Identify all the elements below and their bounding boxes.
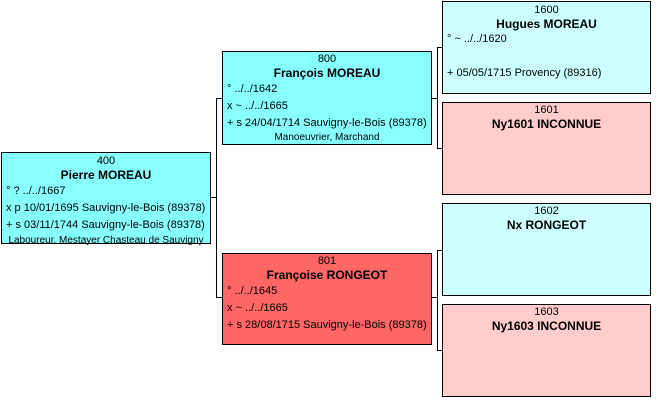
person-box-1603[interactable]: 1603 Ny1603 INCONNUE <box>442 304 651 397</box>
sosa-number: 1603 <box>534 306 559 318</box>
person-name: Pierre MOREAU <box>60 168 152 182</box>
birth-line: ° ../../1645 <box>227 285 278 297</box>
death-line: + s 28/08/1715 Sauvigny-le-Bois (89378) <box>227 319 427 331</box>
birth-line: ° ~ ../../1620 <box>447 33 507 45</box>
marriage-line: x p 10/01/1695 Sauvigny-le-Bois (89378) <box>6 202 206 214</box>
person-name: Françoise RONGEOT <box>266 268 388 282</box>
sosa-number: 1601 <box>534 104 559 116</box>
person-name: Ny1603 INCONNUE <box>491 319 602 333</box>
sosa-number: 400 <box>96 155 116 167</box>
person-box-400[interactable]: 400 Pierre MOREAU ° ? ../../1667 x p 10/… <box>1 152 211 246</box>
person-box-1602[interactable]: 1602 Nx RONGEOT <box>442 203 651 296</box>
connector-to-801 <box>216 297 222 298</box>
birth-line: ° ? ../../1667 <box>6 185 66 197</box>
death-line: + s 03/11/1744 Sauvigny-le-Bois (89378) <box>6 219 205 231</box>
sosa-number: 1600 <box>534 4 559 16</box>
connector-to-1600 <box>437 47 442 48</box>
sosa-number: 1602 <box>534 205 559 217</box>
person-name: Nx RONGEOT <box>506 218 587 232</box>
birth-line: ° ../../1642 <box>227 83 278 95</box>
connector-801-vertical <box>437 250 438 351</box>
person-box-801[interactable]: 801 Françoise RONGEOT ° ../../1645 x ~ .… <box>222 253 432 345</box>
connector-to-1603 <box>437 350 442 351</box>
connector-801-stem <box>431 297 437 298</box>
person-name: François MOREAU <box>273 66 381 80</box>
connector-to-1601 <box>437 148 442 149</box>
death-line: + 05/05/1715 Provency (89316) <box>447 67 602 79</box>
death-line: + s 24/04/1714 Sauvigny-le-Bois (89378) <box>227 117 427 129</box>
person-name: Hugues MOREAU <box>496 17 597 31</box>
occupation: Laboureur, Mestayer Chasteau de Sauvigny <box>8 235 204 246</box>
marriage-line: x ~ ../../1665 <box>227 100 288 112</box>
connector-to-800 <box>216 98 222 99</box>
connector-800-vertical <box>437 47 438 149</box>
connector-400-stem <box>210 197 216 198</box>
sosa-number: 800 <box>317 53 337 65</box>
person-box-1601[interactable]: 1601 Ny1601 INCONNUE <box>442 102 651 195</box>
sosa-number: 801 <box>317 255 337 267</box>
person-name: Ny1601 INCONNUE <box>491 117 602 131</box>
person-box-800[interactable]: 800 François MOREAU ° ../../1642 x ~ ../… <box>222 51 432 145</box>
occupation: Manoeuvrier, Marchand <box>274 132 380 143</box>
marriage-line: x ~ ../../1665 <box>227 302 288 314</box>
connector-400-vertical <box>216 98 217 298</box>
connector-to-1602 <box>437 250 442 251</box>
person-box-1600[interactable]: 1600 Hugues MOREAU ° ~ ../../1620 + 05/0… <box>442 1 651 94</box>
connector-800-stem <box>431 98 437 99</box>
